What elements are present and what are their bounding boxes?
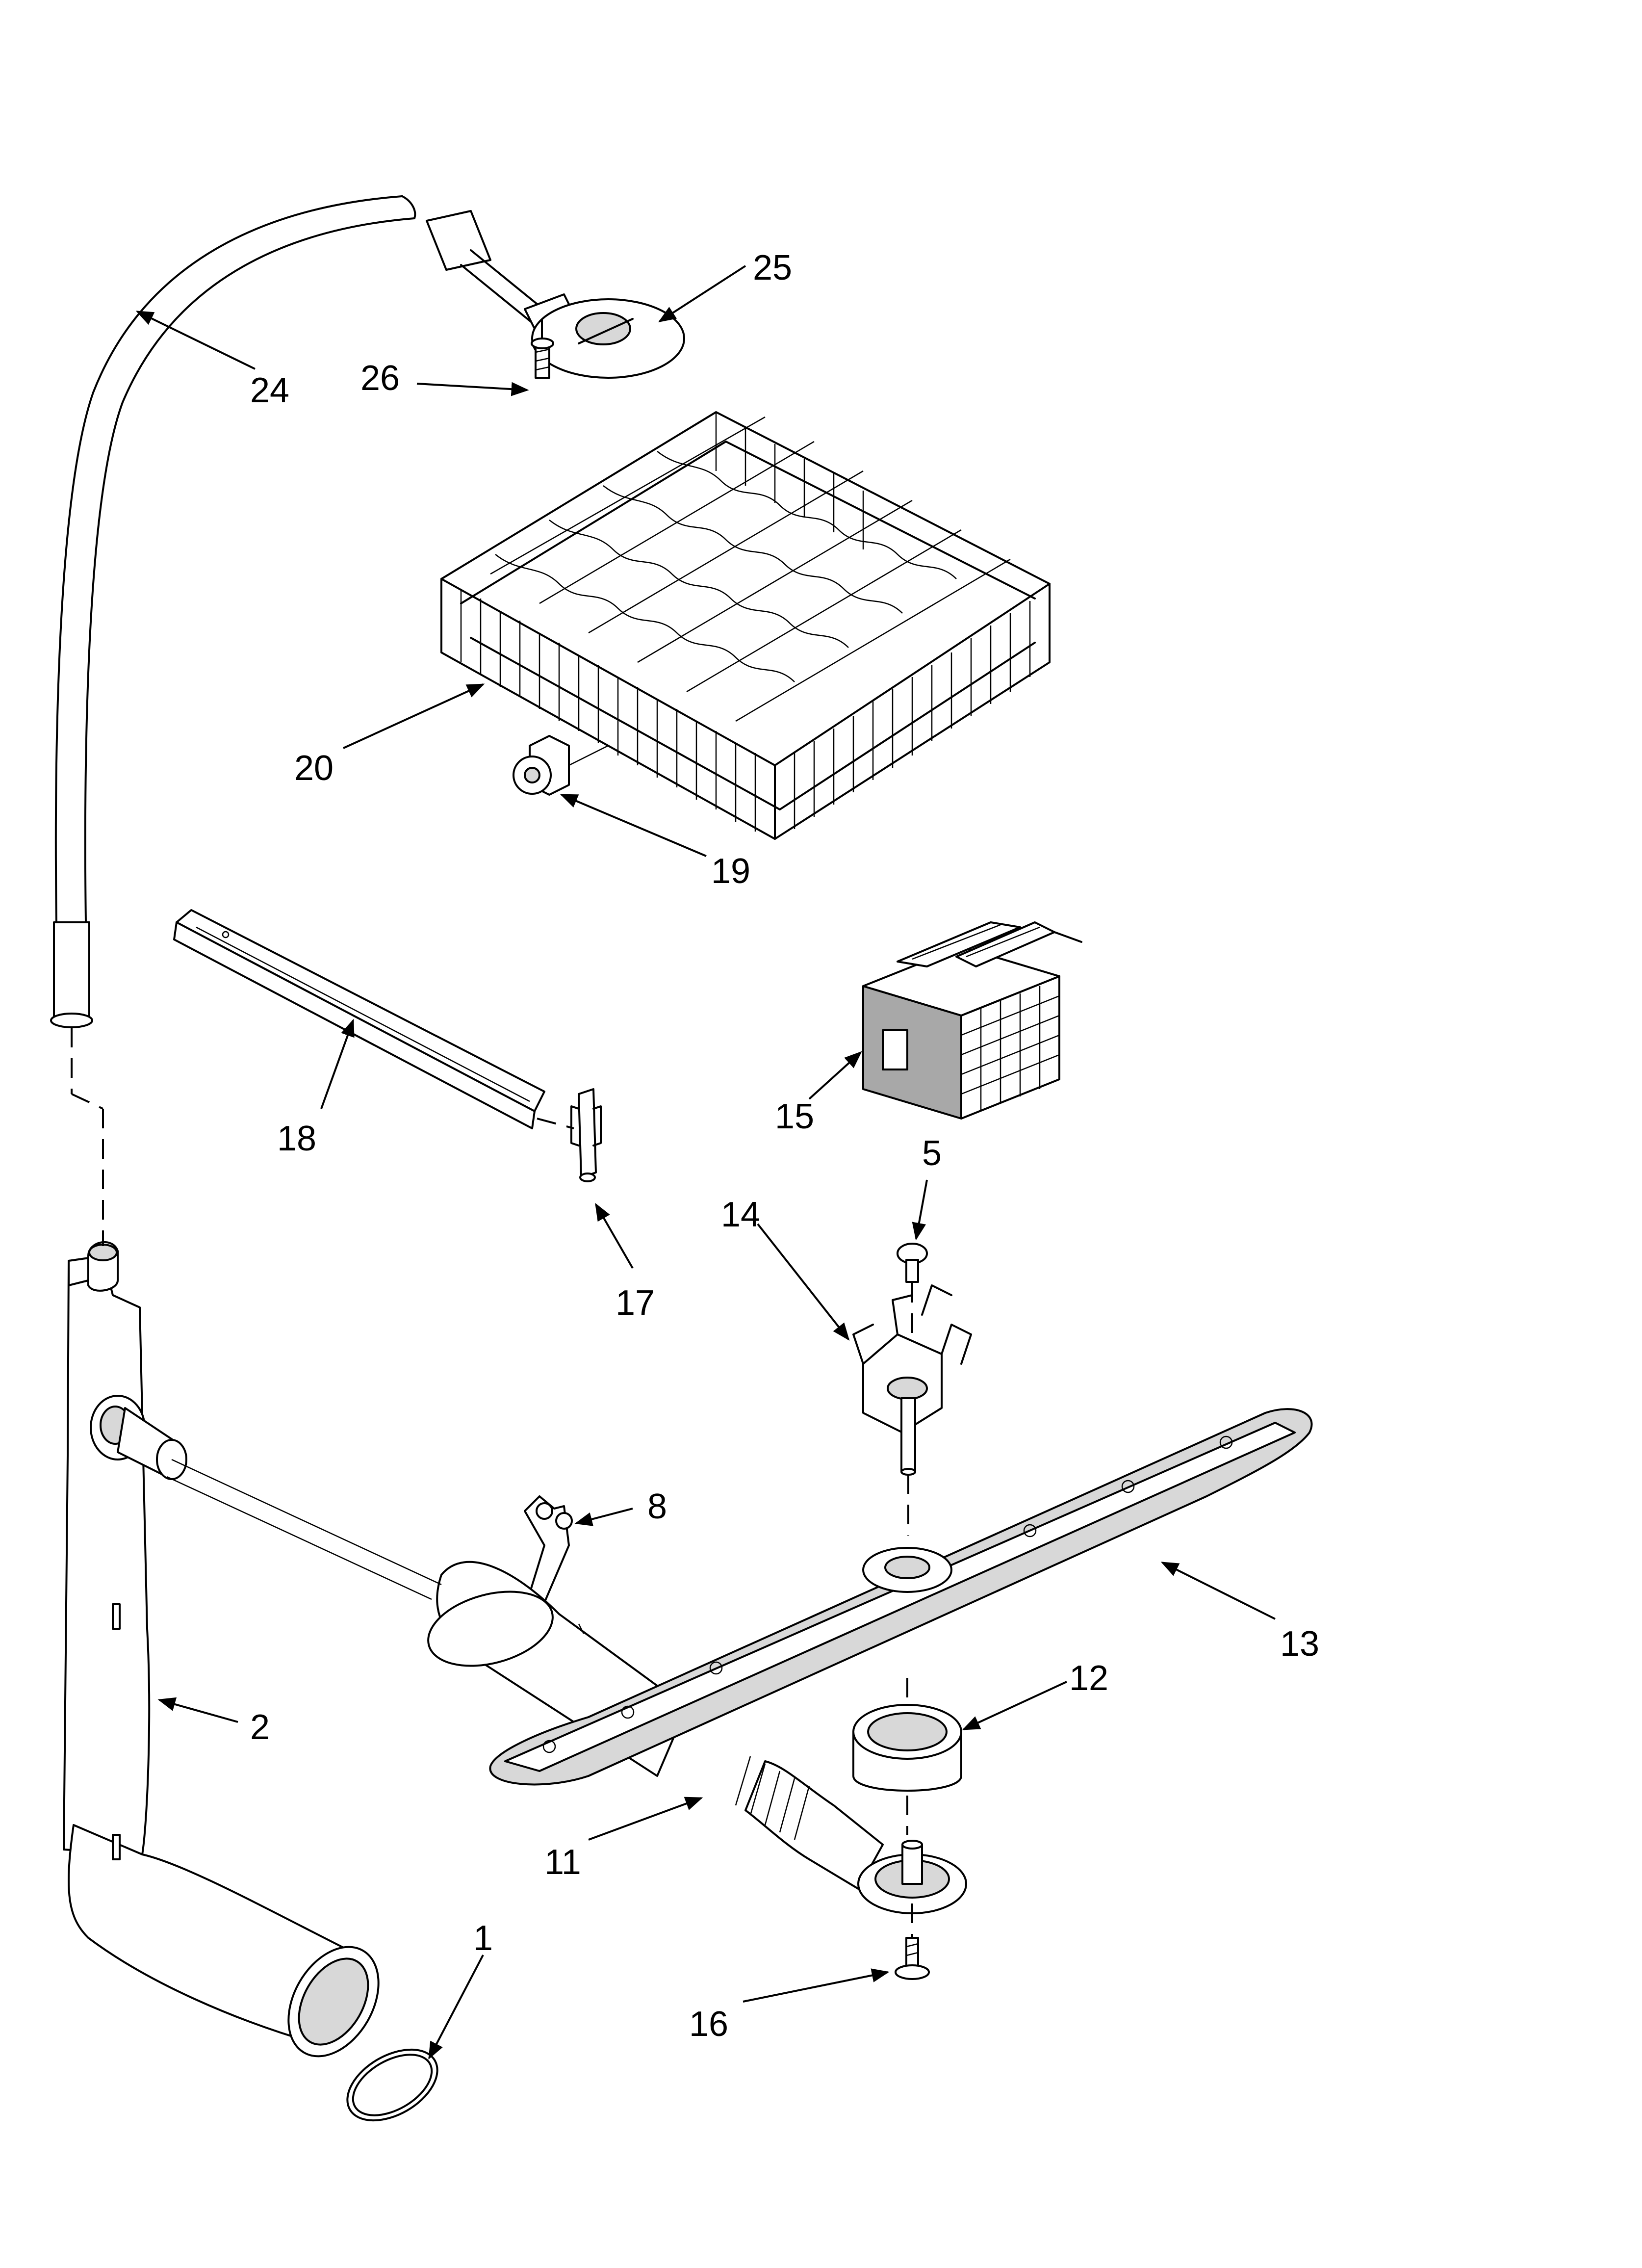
silverware-basket-part-15: [862, 921, 1082, 1120]
screw-part-16: [895, 1903, 930, 1980]
callout-12: 12: [1069, 1659, 1108, 1698]
rack-clip-part-19: [513, 735, 609, 796]
callout-25: 25: [753, 248, 792, 287]
bracket-part-8: [514, 1495, 573, 1635]
callout-14: 14: [721, 1195, 760, 1234]
screw-part-26: [531, 319, 554, 379]
callout-5: 5: [922, 1134, 942, 1173]
callout-19: 19: [711, 852, 750, 891]
callout-11: 11: [544, 1843, 581, 1882]
callout-8: 8: [647, 1487, 667, 1526]
gasket-part-1: [346, 2048, 438, 2122]
callout-13: 13: [1280, 1624, 1319, 1664]
connection-line-2-11: [171, 1459, 442, 1586]
upper-spray-head-part-25: [426, 210, 685, 379]
rail-clip-part-17: [570, 1088, 602, 1182]
callout-15: 15: [775, 1097, 814, 1136]
callout-17: 17: [616, 1283, 655, 1323]
callout-26: 26: [360, 359, 400, 398]
spray-arm-mount-part-14: [852, 1284, 972, 1536]
callout-2: 2: [250, 1708, 270, 1747]
supply-tube-part-24: [50, 195, 416, 1028]
callout-1: 1: [473, 1919, 493, 1958]
callout-24: 24: [250, 371, 289, 410]
connection-line-2-11-b: [166, 1476, 432, 1600]
dish-rack-part-20: [440, 411, 1051, 840]
water-manifold-part-2: [63, 1241, 380, 2058]
connection-line-24-2-b: [71, 1093, 103, 1110]
seal-ring-part-12: [852, 1704, 962, 1835]
callout-20: 20: [294, 749, 334, 788]
callout-16: 16: [689, 2005, 728, 2044]
callout-18: 18: [277, 1119, 316, 1158]
leader-lines: [135, 265, 1276, 2060]
callout-labels: 25 26 24 20 19 18 15 5 14 17 8 13 12 2 1…: [250, 248, 1319, 2044]
spray-arm-part-13: [489, 1408, 1313, 1786]
rack-rail-part-18: [173, 909, 574, 1129]
screw-part-5: [897, 1243, 928, 1334]
